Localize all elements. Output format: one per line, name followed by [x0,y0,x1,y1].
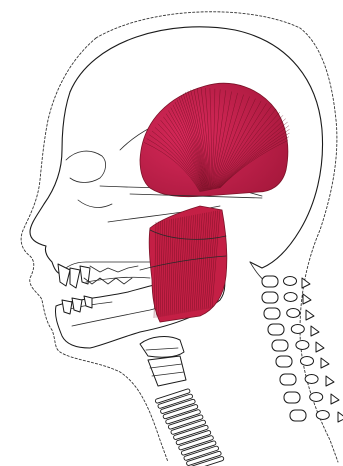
vertebral-body [272,340,288,351]
masseter-muscle [149,206,227,322]
spinous-process [303,294,311,304]
vertebral-body [284,392,300,403]
vertebral-body [268,324,284,335]
vertebral-body [276,356,292,367]
orbit [66,151,106,182]
vertebral-process [301,357,314,366]
spinous-process [321,358,329,368]
vertebral-body [262,292,278,303]
spinous-process [302,278,310,288]
vertebral-body [264,308,280,319]
spinous-process [306,310,314,320]
vertebral-process [310,393,323,402]
vertebral-process [296,341,309,350]
spinous-process [338,412,343,422]
vertebral-process [291,325,304,334]
spinous-process [326,376,334,386]
upper-teeth [58,264,138,288]
vertebral-process [284,277,297,286]
vertebral-body [280,374,296,385]
vertebral-process [316,411,329,420]
spinous-process [311,326,319,336]
vertebral-body [290,410,306,421]
spinous-process [316,342,324,352]
vertebral-process [284,293,297,302]
vertebral-process [287,309,300,318]
temporalis-muscle [140,83,290,196]
vertebral-process [305,375,318,384]
cervical-vertebrae [262,276,343,422]
larynx [140,337,186,386]
closed-eye [78,200,112,207]
hyoid-region [84,277,150,284]
face-profile [30,92,70,274]
vertebral-body [262,276,278,287]
spinous-process [331,394,339,404]
